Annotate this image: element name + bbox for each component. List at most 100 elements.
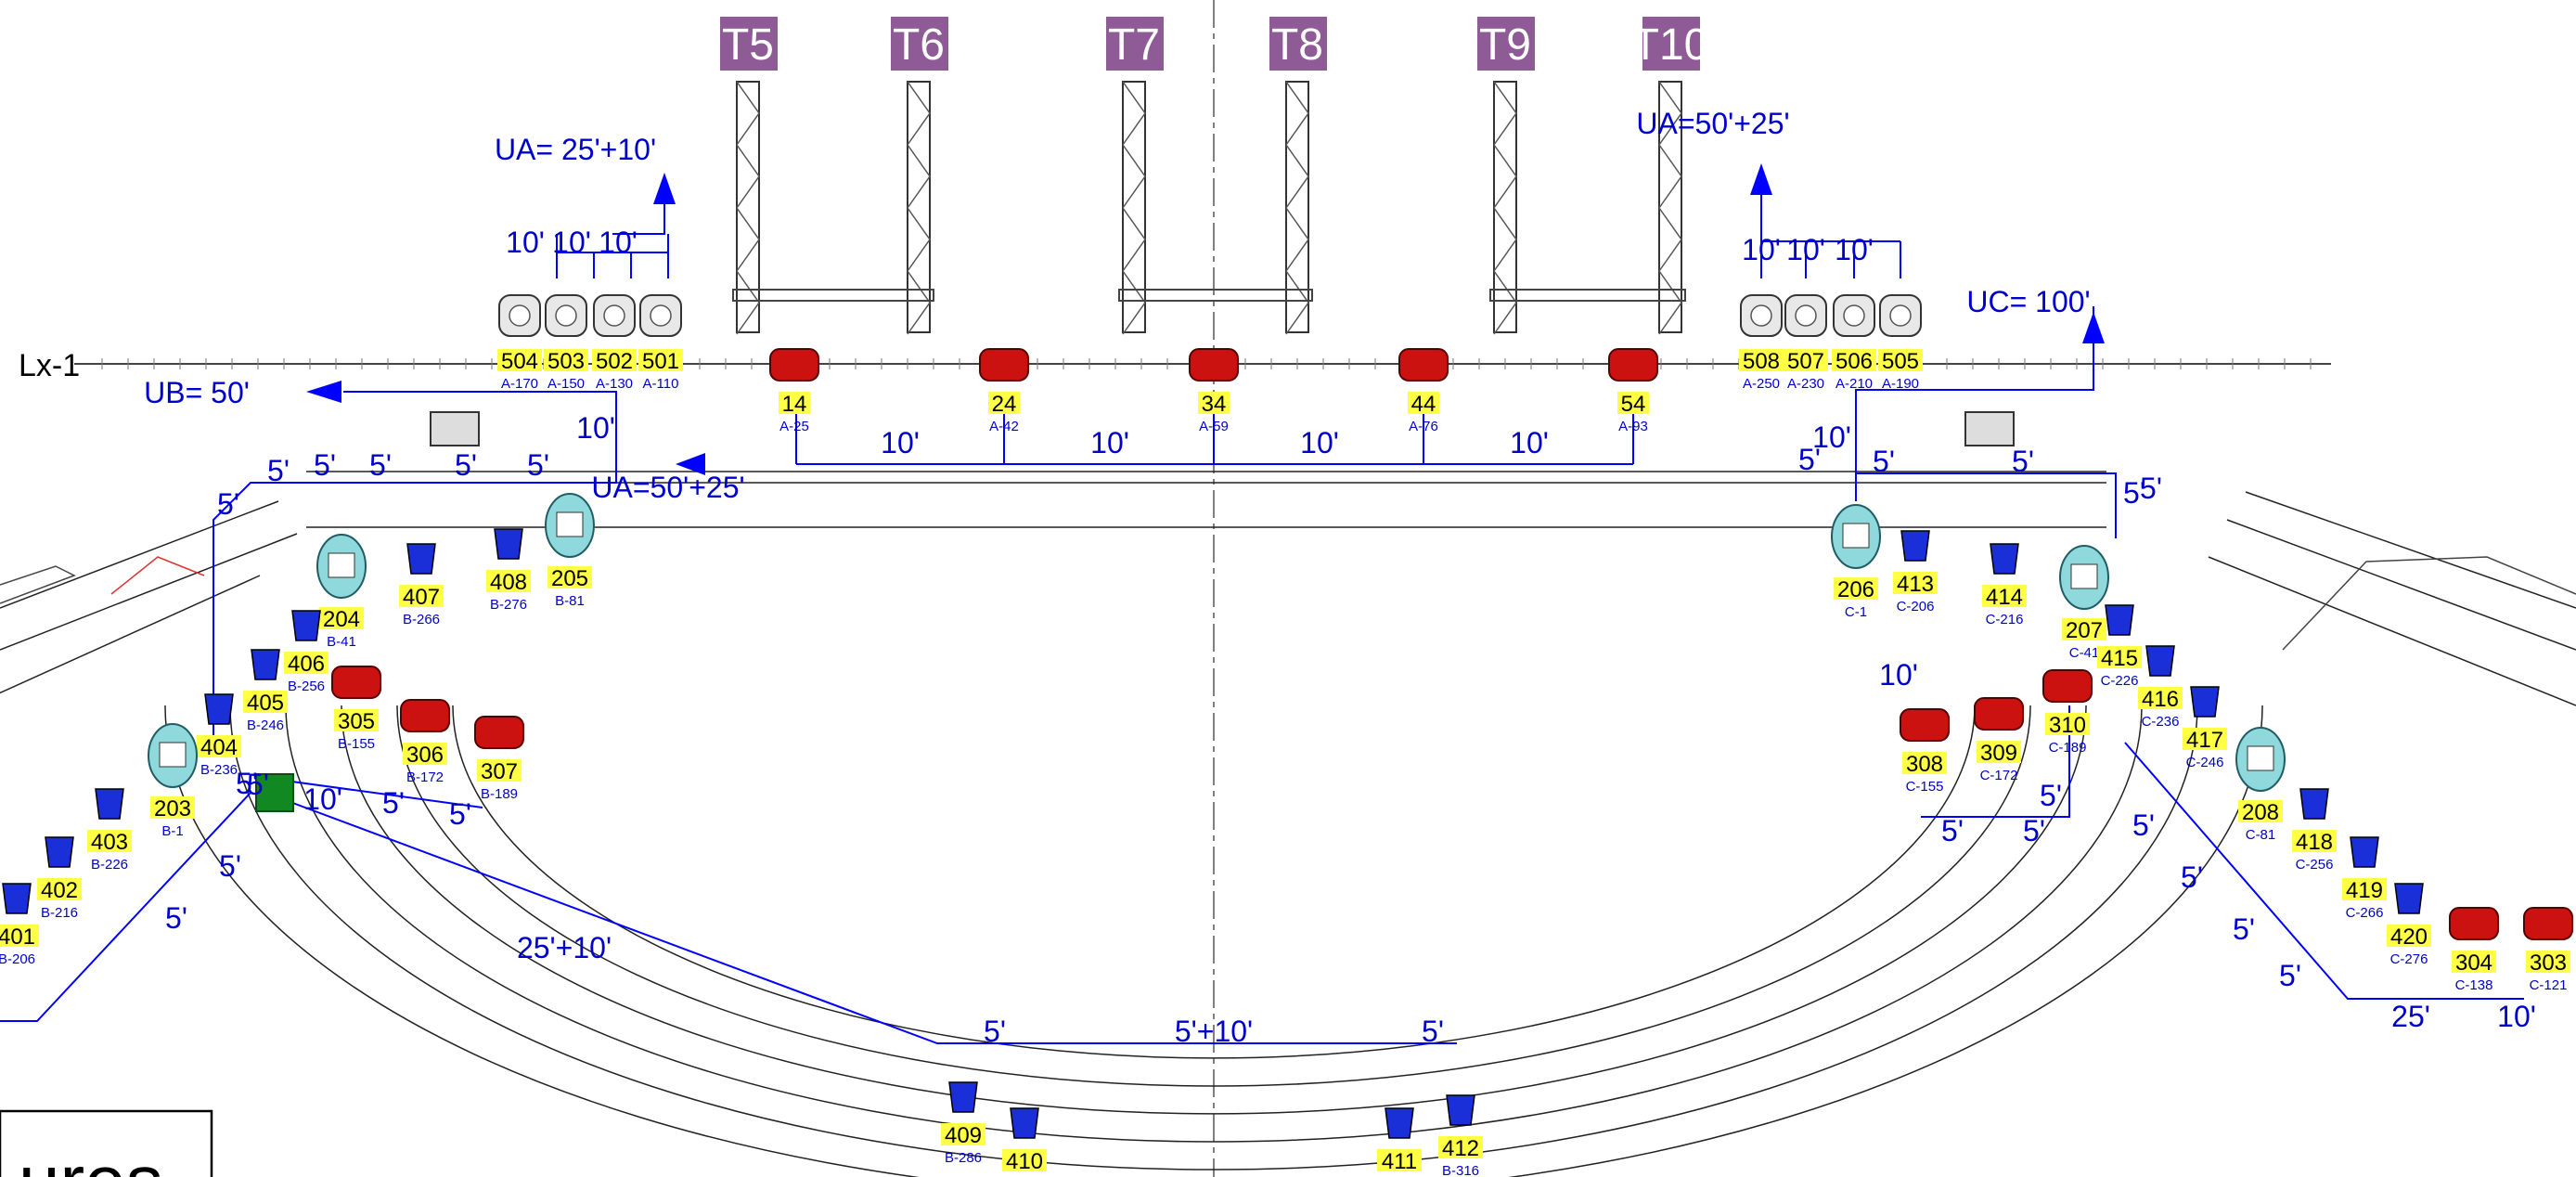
fixture-body (769, 348, 819, 382)
fixture-number: 310 (2049, 713, 2086, 738)
cable-length-label: 5' (2140, 472, 2162, 505)
cable-length-label: 5' (267, 454, 290, 487)
fixture-address: C-226 (2101, 673, 2139, 689)
fixture-badge (1977, 741, 2021, 763)
truss-crossbar (1118, 289, 1313, 302)
truss-leg (1493, 81, 1517, 333)
truss-brace (907, 144, 931, 209)
stage-arc (452, 705, 1976, 1059)
fixture-address: C-1 (1845, 604, 1867, 620)
fixture-badge (2138, 687, 2183, 709)
fixture-address: C-172 (1980, 768, 2018, 783)
cable-length-label: 5' (2023, 814, 2045, 847)
corner-detail-right (2282, 556, 2576, 651)
cable-length-label: 5' (527, 448, 549, 482)
fixture-number: 405 (247, 691, 284, 716)
fixture-number: 204 (323, 607, 360, 632)
rail-left (0, 533, 298, 651)
fixture-lens (555, 304, 577, 327)
fixture-badge (592, 349, 637, 371)
truss-brace (1122, 81, 1146, 146)
cable-long-run (264, 792, 1457, 1044)
fixture-address: B-286 (945, 1150, 982, 1166)
cable-uc-branch (1856, 472, 2117, 538)
fixture-body (2449, 907, 2499, 940)
fixture-number: 501 (642, 349, 679, 374)
fixture-number: 14 (782, 392, 807, 417)
fixture-address: B-316 (1442, 1163, 1479, 1177)
truss-crossbar (732, 289, 934, 302)
fixture-number: 503 (547, 349, 585, 374)
corner-detail-left (0, 565, 76, 604)
fixture-address: A-230 (1787, 376, 1824, 392)
stage-arc (341, 705, 2087, 1115)
fixture-badge (399, 585, 444, 607)
fixture-badge (1002, 1149, 1047, 1171)
cable-layer (0, 163, 2524, 1044)
fixture-address: B-41 (327, 634, 356, 650)
fixture-address: C-236 (2142, 714, 2180, 730)
cable-length-label: UC= 100' (1966, 285, 2090, 318)
cable-length-label: 10' (1742, 233, 1781, 266)
fixture-head (2070, 563, 2098, 589)
fixture-54: 54A-93 (1608, 348, 1658, 434)
fixture-number: 504 (501, 349, 538, 374)
cable-length-label: 10' (1835, 233, 1874, 266)
stage-arc (229, 705, 2198, 1171)
fixture-number: 24 (992, 392, 1017, 417)
fixture-number: 414 (1986, 585, 2023, 610)
fixture-badge (1832, 349, 1876, 371)
fixture-badge (779, 392, 810, 414)
fixture-badge (988, 392, 1020, 414)
fixture-body (1446, 1094, 1475, 1126)
cable-length-label: 5' (1798, 443, 1821, 476)
fixture-number: 411 (1382, 1149, 1417, 1174)
fixture-body (2523, 907, 2573, 940)
fixture-badge (547, 566, 592, 588)
fixture-address: A-250 (1743, 376, 1780, 392)
fixture-badge (2062, 618, 2106, 640)
fixture-badge (497, 349, 542, 371)
fixture-badge (87, 830, 132, 852)
fixture-address: B-236 (200, 762, 238, 778)
truss-t6: T6 (891, 17, 948, 335)
fixture-lens (1795, 304, 1817, 327)
cable-length-label: 5' (1422, 1015, 1444, 1048)
fixture-body (204, 693, 234, 725)
fixture-14: 14A-25 (769, 348, 819, 434)
fixture-badge (2526, 951, 2570, 973)
labels-layer: Lx-1 ures UA= 25'+10'UA=50'+25'UA=50'+25… (19, 107, 2536, 1177)
fixture-address: C-256 (2296, 857, 2334, 873)
cable-length-label: 10' (1786, 233, 1825, 266)
truss-tag (1106, 17, 1164, 71)
stage-arc (396, 705, 2031, 1087)
rail-left (0, 575, 261, 694)
fixture-34: 34A-59 (1189, 348, 1239, 434)
fixture-address: B-206 (0, 951, 35, 967)
fixture-body (1900, 530, 1930, 562)
fixture-address: A-130 (596, 376, 633, 392)
cable-length-label: 5' (2279, 959, 2301, 992)
cable-length-label: 5'+10' (1175, 1015, 1253, 1048)
fixture-badge (150, 796, 195, 819)
fixture-badge (1784, 349, 1828, 371)
truss-t7: T7 (1106, 17, 1164, 335)
cable-length-label: 10' (506, 226, 545, 259)
truss-leg (1122, 81, 1146, 333)
truss-brace (736, 207, 760, 272)
fixture-head (159, 742, 187, 768)
fixture-badge (1893, 572, 1938, 594)
fixture-address: B-256 (288, 679, 325, 694)
cable-length-label: 10' (1812, 420, 1851, 454)
truss-brace (1493, 270, 1517, 335)
